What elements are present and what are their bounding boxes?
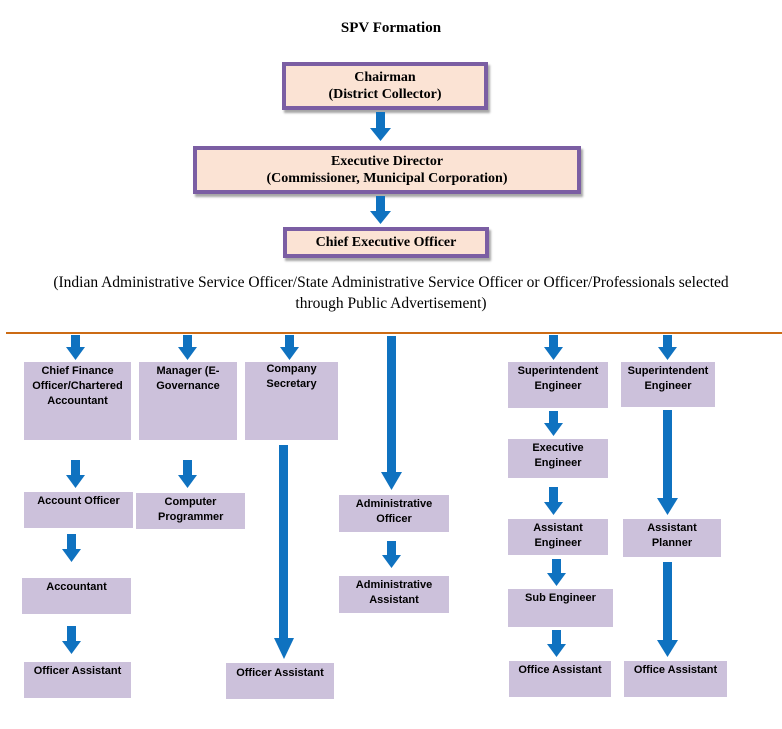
chairman-box: Chairman (District Collector) <box>282 62 488 110</box>
arrow-ed-to-ceo <box>370 196 391 224</box>
arrow-accountant-to-officer-assistant <box>62 626 81 654</box>
arrow-ae-to-sub-engineer <box>547 559 566 586</box>
arrow-account-officer-to-accountant <box>62 534 81 562</box>
ceo-label: Chief Executive Officer <box>315 235 457 250</box>
arrow-planner-to-office-assistant <box>657 562 678 657</box>
assistant-planner-box: Assistant Planner <box>623 519 721 557</box>
chairman-label: Chairman <box>354 70 416 85</box>
arrow-to-superintendent-1 <box>544 335 563 360</box>
finance-officer-assistant-box: Officer Assistant <box>24 662 131 698</box>
secretary-officer-assistant-box: Officer Assistant <box>226 663 334 699</box>
administrative-assistant-box: Administrative Assistant <box>339 576 449 613</box>
accountant-box: Accountant <box>22 578 131 614</box>
arrow-se-to-ee <box>544 411 563 436</box>
ceo-selection-note: (Indian Administrative Service Officer/S… <box>0 272 782 314</box>
sub-engineer-box: Sub Engineer <box>508 589 613 627</box>
computer-programmer-box: Computer Programmer <box>136 493 245 529</box>
arrow-ee-to-ae <box>544 487 563 515</box>
ceo-box: Chief Executive Officer <box>283 227 489 258</box>
note-line-1: (Indian Administrative Service Officer/S… <box>53 274 729 291</box>
superintendent-engineer-box-2: Superintendent Engineer <box>621 362 715 407</box>
assistant-engineer-box: Assistant Engineer <box>508 519 608 555</box>
executive-director-subtitle: (Commissioner, Municipal Corporation) <box>266 171 508 186</box>
administrative-officer-box: Administrative Officer <box>339 495 449 532</box>
arrow-secretary-to-officer-assistant <box>274 445 294 659</box>
arrow-to-cfo <box>66 335 85 360</box>
arrow-sub-engineer-to-office-assistant <box>547 630 566 657</box>
page-title: SPV Formation <box>340 20 442 36</box>
arrow-to-company-secretary <box>280 335 299 360</box>
arrow-egov-to-programmer <box>178 460 197 488</box>
arrow-cfo-to-account-officer <box>66 460 85 488</box>
planning-office-assistant-box: Office Assistant <box>624 661 727 697</box>
arrow-to-admin-officer <box>381 336 402 490</box>
account-officer-box: Account Officer <box>24 492 133 528</box>
executive-director-box: Executive Director (Commissioner, Munici… <box>193 146 581 194</box>
arrow-chairman-to-ed <box>370 112 391 141</box>
arrow-to-egov-manager <box>178 335 197 360</box>
arrow-to-superintendent-2 <box>658 335 677 360</box>
company-secretary-box: Company Secretary <box>245 362 338 440</box>
note-line-2: through Public Advertisement) <box>295 295 487 312</box>
arrow-admin-officer-to-assistant <box>382 541 401 568</box>
engineering-office-assistant-box: Office Assistant <box>509 661 611 697</box>
egov-manager-box: Manager (E-Governance <box>139 362 237 440</box>
chairman-subtitle: (District Collector) <box>328 87 442 102</box>
divider-line <box>6 332 782 334</box>
executive-director-label: Executive Director <box>330 154 444 169</box>
executive-engineer-box: Executive Engineer <box>508 439 608 478</box>
chief-finance-officer-box: Chief Finance Officer/Chartered Accounta… <box>24 362 131 440</box>
superintendent-engineer-box-1: Superintendent Engineer <box>508 362 608 408</box>
arrow-se2-to-assistant-planner <box>657 410 678 515</box>
